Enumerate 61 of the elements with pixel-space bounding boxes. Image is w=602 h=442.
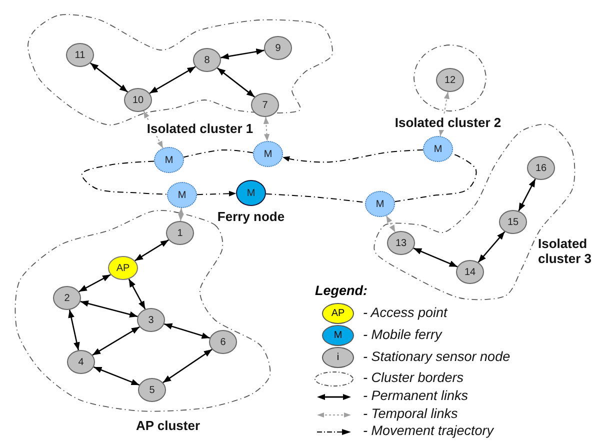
link-arrow [220,48,264,60]
cluster-label: AP cluster [136,418,200,433]
temporal-link-arrow [438,91,450,137]
legend-text: - Stationary sensor node [363,349,510,365]
link-arrow [80,300,138,318]
sensor-node: 5 [138,378,166,402]
temporal-link-arrow [143,110,164,149]
sensor-node: 3 [137,308,165,332]
ferry-position-node: M [167,182,197,208]
link-arrow [92,326,140,356]
sensor-node: 2 [53,286,81,310]
sensor-node: 11 [66,43,94,67]
sensor-node: 6 [209,330,237,354]
legend-text: - Cluster borders [363,370,464,386]
link-arrow [413,248,458,268]
sensor-node: 9 [264,36,292,60]
link-arrow [128,278,146,310]
sensor-node: 15 [499,210,527,234]
sensor-node: 4 [67,350,95,374]
link-arrow [164,323,210,339]
sensor-node: 12 [436,68,464,92]
ferry-position-node: M [423,136,453,162]
legend-text: - Access point [363,305,448,321]
sensor-node: 1 [166,221,194,245]
link-arrow [162,348,212,384]
sensor-node: 7 [251,93,279,117]
node-caption: Ferry node [217,209,285,224]
legend-swatch: M [322,325,354,346]
link-arrow [68,310,80,350]
temporal-link-arrow [178,207,184,222]
legend-text: - Permanent links [363,388,468,404]
link-arrow [90,62,128,92]
link-arrow [216,68,256,98]
link-arrow [518,178,536,212]
trajectory-arrow [196,190,236,196]
link-arrow [478,231,506,263]
legend-text: - Movement trajectory [363,423,494,439]
sensor-node: 14 [456,260,484,284]
sensor-node: 10 [124,88,152,112]
legend-swatch: AP [322,303,354,324]
ferry-node: M [236,180,266,206]
legend-swatch: i [322,347,354,368]
cluster-label: Isolated cluster 2 [394,115,502,130]
ferry-position-node: M [154,147,184,173]
legend-title: Legend: [315,283,368,298]
link-arrow [93,366,140,386]
access-point-node: AP [108,256,138,280]
link-arrow [78,274,111,292]
sensor-node: 16 [527,156,555,180]
cluster-label: Isolated cluster 1 [146,121,254,136]
ferry-position-node: M [365,191,395,217]
temporal-link-arrow [386,215,396,233]
link-arrow [149,66,196,94]
temporal-link-arrow [263,116,270,142]
sensor-node: 8 [193,48,221,72]
trajectory-arrow [282,149,424,163]
link-arrow [134,239,169,262]
legend-text: - Temporal links [363,406,458,422]
legend-text: - Mobile ferry [363,327,442,343]
ferry-position-node: M [253,141,283,167]
sensor-node: 13 [387,231,415,255]
